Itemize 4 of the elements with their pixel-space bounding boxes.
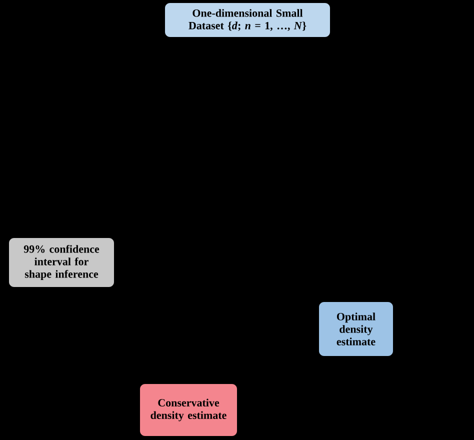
result-box: Optimal density estimate <box>319 302 393 356</box>
process-box: 99% confidence interval for shape inference <box>9 238 114 287</box>
result-box: Conservative density estimate <box>140 384 237 436</box>
dataset-box: One-dimensional Small Dataset {d; n = 1, …, N} <box>165 3 330 37</box>
